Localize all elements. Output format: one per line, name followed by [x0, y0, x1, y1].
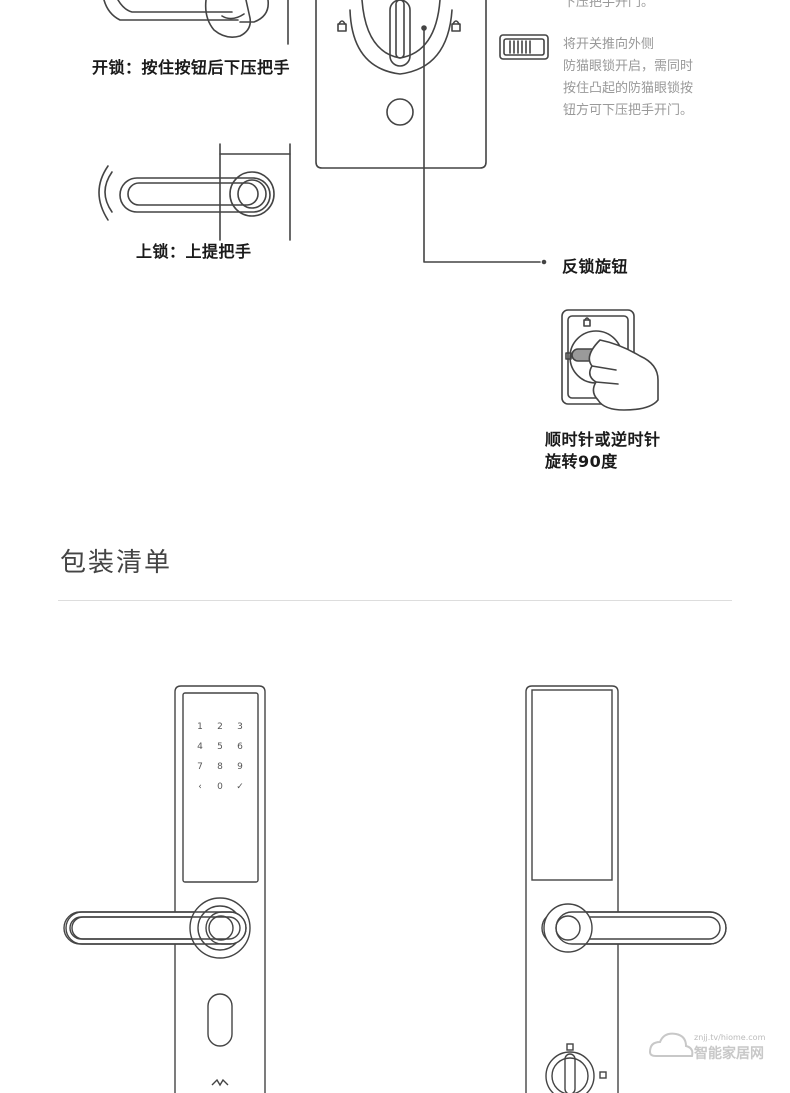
- keypad-key: 9: [237, 762, 243, 772]
- unlock-caption: 开锁：按住按钮后下压把手: [92, 58, 291, 77]
- back-panel-drawing: [525, 685, 727, 1093]
- keypad-key: ‹: [198, 782, 202, 792]
- keypad-key: 1: [197, 722, 203, 732]
- unlock-handle-illustration: [103, 0, 289, 45]
- peephole-switch-icon: [499, 34, 549, 60]
- peephole-note-line: 按住凸起的防猫眼锁按: [563, 81, 694, 96]
- knob-instruction-line2: 旋转90度: [545, 452, 618, 471]
- lock-handle-illustration: [98, 143, 291, 241]
- keypad-key: 2: [217, 722, 223, 732]
- lock-caption: 上锁：上提把手: [136, 242, 252, 261]
- front-panel-drawing: [63, 685, 266, 1093]
- keypad-key: 8: [217, 762, 223, 772]
- keypad-key: 3: [237, 722, 243, 732]
- peephole-note-line: 将开关推向外侧: [563, 37, 655, 52]
- anti-lock-knob-label: 反锁旋钮: [562, 257, 629, 276]
- watermark-cloud-icon: [648, 1032, 694, 1057]
- peephole-note: 将开关推向外侧 防猫眼锁开启，需同时 按住凸起的防猫眼锁按 钮方可下压把手开门。: [563, 34, 693, 122]
- section-divider: [58, 600, 732, 601]
- keypad-key: 0: [217, 782, 223, 792]
- keypad-key: 7: [197, 762, 203, 772]
- watermark-url: znjj.tv/hiome.com: [694, 1033, 766, 1042]
- top-note: 下压把手开门。: [563, 0, 655, 10]
- package-section-title: 包装清单: [60, 548, 173, 578]
- knob-instruction-line1: 顺时针或逆时针: [545, 430, 661, 449]
- peephole-note-line: 钮方可下压把手开门。: [563, 103, 694, 118]
- keypad-key: 6: [237, 742, 243, 752]
- keypad-key: ✓: [236, 782, 244, 792]
- thumb-turn-illustration: [561, 309, 659, 411]
- keypad-key: 4: [197, 742, 203, 752]
- peephole-note-line: 防猫眼锁开启，需同时: [563, 59, 694, 74]
- watermark-brand: 智能家居网: [694, 1046, 764, 1062]
- keypad-key: 5: [217, 742, 223, 752]
- keypad: 1 2 3 4 5 6 7 8 9 ‹ 0 ✓: [190, 722, 250, 792]
- inner-lock-plate: [315, 0, 547, 265]
